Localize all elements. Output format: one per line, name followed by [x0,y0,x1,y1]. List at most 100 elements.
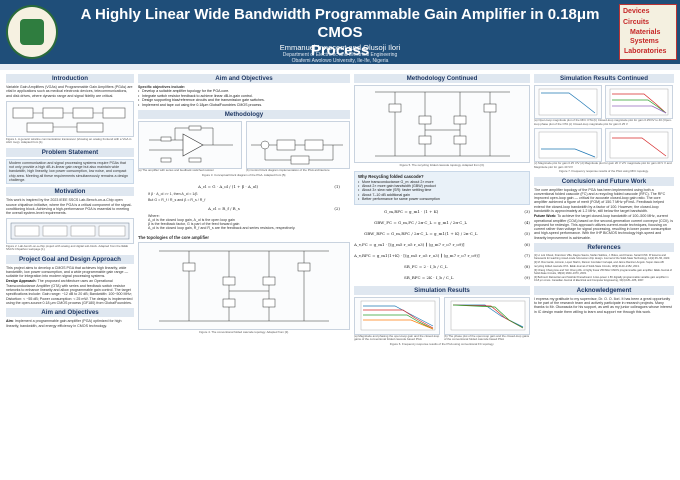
control-block-diagram [246,120,350,169]
reference-item: [1] H. Lok Cheuk, Francisco Villa, Dagne… [534,254,671,261]
equation-8-number: (8) [524,263,530,269]
objective-item: Design supporting bias/reference circuit… [138,98,350,103]
aim-body: : Implement a programmable gain amplifie… [6,319,122,328]
objective-item: Implement and tape out using the 0.18μm … [138,103,350,108]
design-approach-text: : The proposed architecture uses an Oper… [6,279,133,305]
problem-title: Problem Statement [6,147,134,157]
references-list: [1] H. Lok Cheuk, Francisco Villa, Dagne… [534,254,674,283]
ack-text: I express my gratitude to my supervisor,… [534,296,672,314]
rfc-closedloop-magnitude-plot [605,85,673,119]
rfc-openloop-magnitude-plot [534,85,602,119]
column-3: Methodology Continued Figure 5. The recy… [354,74,530,346]
objectives-list: Develop a suitable amplifier topology fo… [138,89,350,107]
figure-1-caption: Figure 1. A generic wireline communicati… [6,136,132,145]
aims-mid-title: Aim and Objectives [138,74,350,83]
figure-6-caption: Figure 6. Frequency response results of … [389,341,495,346]
method-cont-title: Methodology Continued [354,74,530,83]
sim-cont-row-2 [534,128,674,162]
equation-9-text: SR_RFC = 2K · I_b / C_L [404,274,454,280]
why-rfc-item: About 7–10 dB additional gain [358,193,526,198]
equation-3: G_m,RFC = g_m1 · (1 + K) (3) [354,209,530,214]
amplifier-schematic [138,120,242,169]
fc-magnitude-plot [354,296,440,335]
lab-bench-figure [6,217,134,244]
folded-cascode-figure [138,242,350,330]
future-work-text: To achieve the target closed-loop bandwi… [534,214,674,240]
rfc-gain-low-curve [538,131,598,159]
fc-magnitude-curves [360,300,436,330]
reference-item: [3] Chang Chang Hsu and Yeh Cheng Wu. A … [534,268,672,276]
equation-9-number: (9) [524,274,530,280]
rfc-closedloop-curves [609,88,669,116]
goal-title: Project Goal and Design Approach [6,254,134,264]
future-work: Future Work: To achieve the target close… [534,214,674,240]
equation-6: A_v,FC = g_m1 · [(g_m5 r_o5 r_o3) ∥ (g_m… [354,242,530,247]
figure-5-caption: Figure 5. The recycling folded cascode t… [399,163,485,167]
recycling-cascode-schematic [375,91,510,157]
lab-logo-word: Systems [630,38,659,45]
poster-title: A Highly Linear Wide Bandwidth Programma… [70,6,610,60]
equation-7-text: A_v,RFC = g_m1(1+K) · [(g_m5 r_o5 r_o3) … [354,252,480,258]
where-line-3: A_ol is the closed loop gain, R_f and R_… [148,226,296,231]
why-rfc-item: More transconductance G_m: about 2× more [358,180,526,185]
figure-6b: (b) The phase plot of the open-loop gain… [444,296,530,342]
equation-2-text: A_cl = R_f / R_s [208,205,240,211]
objectives-subtitle: Specific objectives include: [138,85,186,89]
why-rfc-list: More transconductance G_m: about 2× more… [358,180,526,202]
lab-logo-word: Laboratories [624,48,667,55]
equation-2: A_cl = R_f / R_s (2) [148,206,340,211]
problem-text: Modern communication and signal processi… [6,158,134,185]
title-line-2: Process [310,42,370,59]
lab-logo: Devices Circuits Materials Systems Labor… [619,4,677,60]
aim-text: Aim: Implement a programmable gain ampli… [6,319,134,328]
university-logo [6,5,58,59]
lab-bench-diagram [10,222,130,239]
reference-item: [4] Behrouzt Razavizian and Sotiride Khe… [534,276,669,283]
control-block-drawing [251,139,343,165]
references-title: References [534,243,674,253]
rfc-equations: G_m,RFC = g_m1 · (1 + K) (3) GBW_FC = G_m… [354,209,530,280]
ack-title: Acknowledgement [534,285,674,295]
why-rfc-title: Why Recycling folded cascode? [358,173,424,179]
equation-3-number: (3) [524,208,530,214]
aims-left-title: Aim and Objectives [6,308,134,318]
equation-condition: If β · A_ol >> 1, then A_cl ≈ 1/β [148,191,198,196]
amplifier-schematic-drawing [149,125,233,163]
equation-3-text: G_m,RFC = g_m1 · (1 + K) [384,208,439,214]
objective-item: Develop a suitable amplifier topology fo… [138,89,350,94]
design-approach: Design Approach: The proposed architectu… [6,279,134,305]
affiliation-line-2: Obafemi Awolowo University, Ile-Ife, Nig… [291,58,389,64]
sim-cont-title: Simulation Results Continued [534,74,674,83]
equation-5-text: GBW_RFC = G_m,RFC / 2π·C_L = g_m1(1 + K)… [364,230,478,236]
aim-label: Aim [6,319,13,324]
title-line-1: A Highly Linear Wide Bandwidth Programma… [80,6,600,41]
equation-1-number: (1) [334,183,340,189]
column-1: Introduction Variable Gain Amplifiers (V… [6,74,134,328]
design-approach-label: Design Approach [6,279,36,284]
rfc-openloop-curve [538,88,598,116]
figure-7a-caption: (a) Open-loop magnitude plot of the RFC … [534,118,672,126]
poster-header: A Highly Linear Wide Bandwidth Programma… [0,0,680,64]
intro-title: Introduction [6,74,134,83]
conclusion-title: Conclusion and Future Work [534,176,674,186]
equation-2-number: (2) [334,205,340,211]
column-2: Aim and Objectives Specific objectives i… [138,74,350,335]
topologies-title: The topologies of the core amplifier [138,234,209,240]
rfc-gain-plot-high [605,128,673,162]
equation-4: GBW_FC = G_m,FC / 2π·C_L = g_m1 / 2π·C_L… [354,220,530,225]
figure-3b: (b) Control block diagram implementation… [246,120,350,173]
fc-phase-curves [450,300,526,330]
lab-logo-word: Devices [623,8,650,15]
figure-7-caption: Figure 7. Frequency response results of … [559,169,649,173]
why-rfc-box: Why Recycling folded cascode? More trans… [354,170,530,205]
figure-4-caption: Figure 4. The conventional folded cascod… [199,330,289,334]
fc-phase-plot [444,296,530,335]
equations-block: A_cl = G · A_ol / (1 + β · A_ol)(1) If β… [138,184,350,231]
rfc-gain-plot-low [534,128,602,162]
why-rfc-item: About 2× more gain bandwidth (GBW) produ… [358,184,526,189]
authors: Emmanuel Innocent and Olusoji Ilori [279,43,401,52]
objective-item: Integrate switch resistor feedback to ac… [138,94,350,99]
where-line-1: A_ol is the closed loop gain, A_ol is th… [148,217,235,222]
equation-7-number: (7) [524,252,530,258]
header-band [0,64,680,70]
